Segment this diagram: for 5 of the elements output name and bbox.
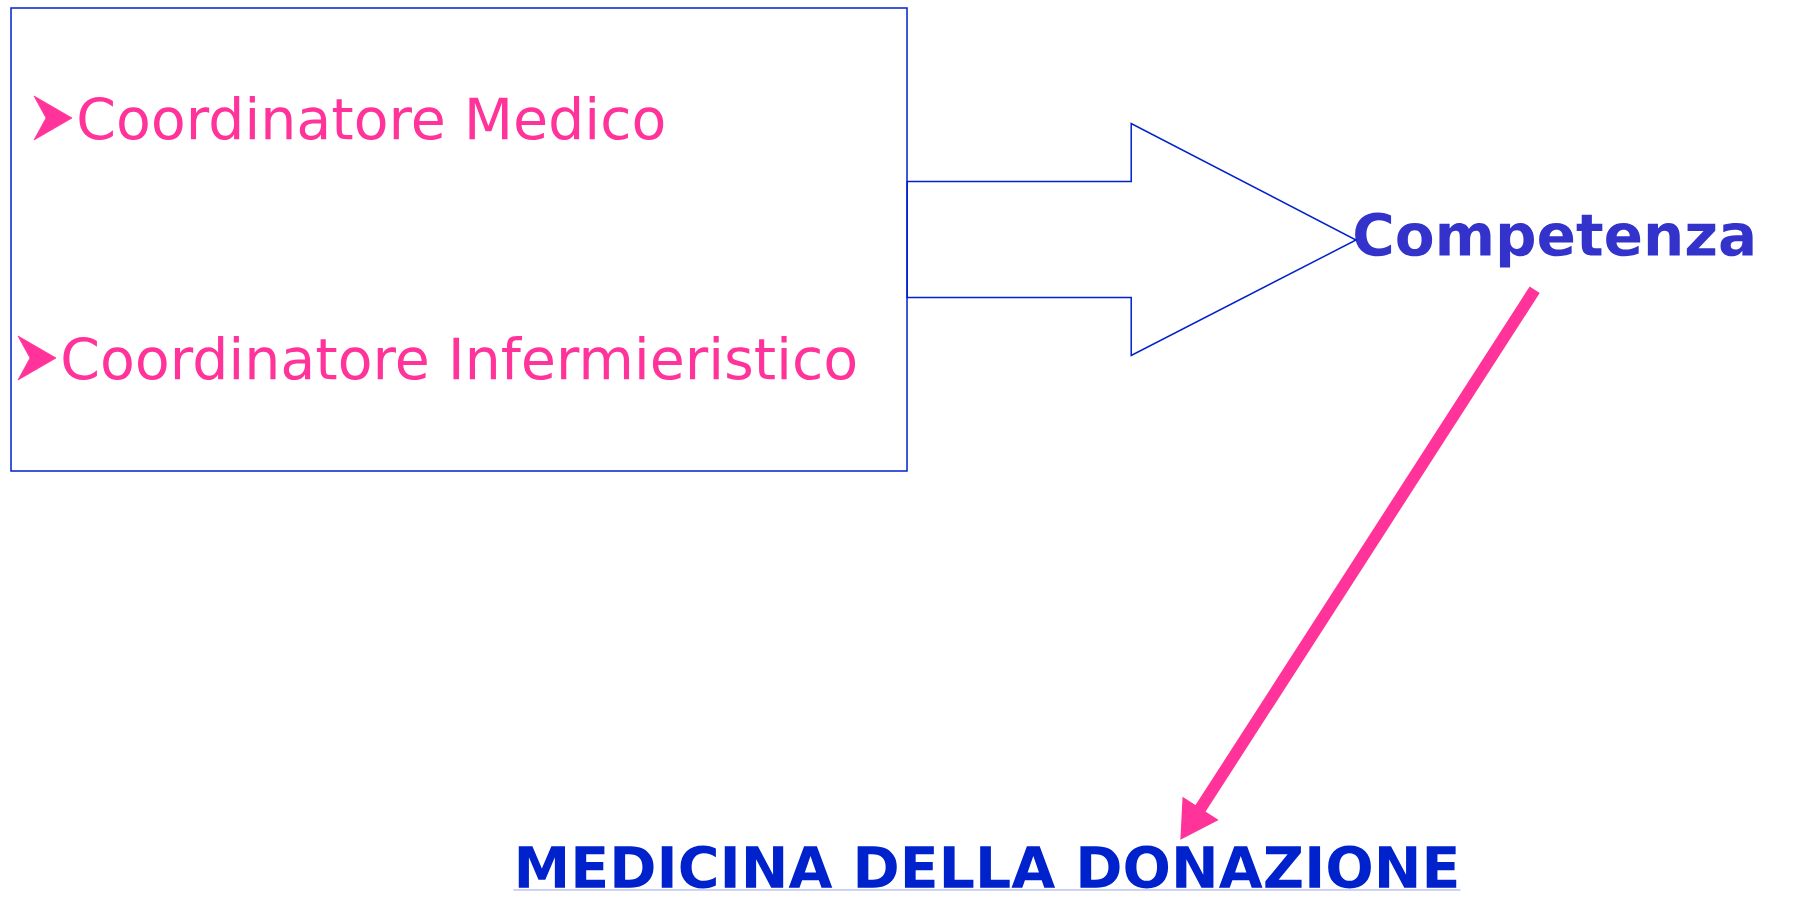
heading: MEDICINA DELLA DONAZIONE xyxy=(513,845,1461,891)
list-item: Coordinatore Infermieristico xyxy=(63,335,856,381)
list-item: Coordinatore Medico xyxy=(79,95,664,141)
keyword: Competenza xyxy=(1355,212,1753,268)
list-box xyxy=(10,7,908,472)
